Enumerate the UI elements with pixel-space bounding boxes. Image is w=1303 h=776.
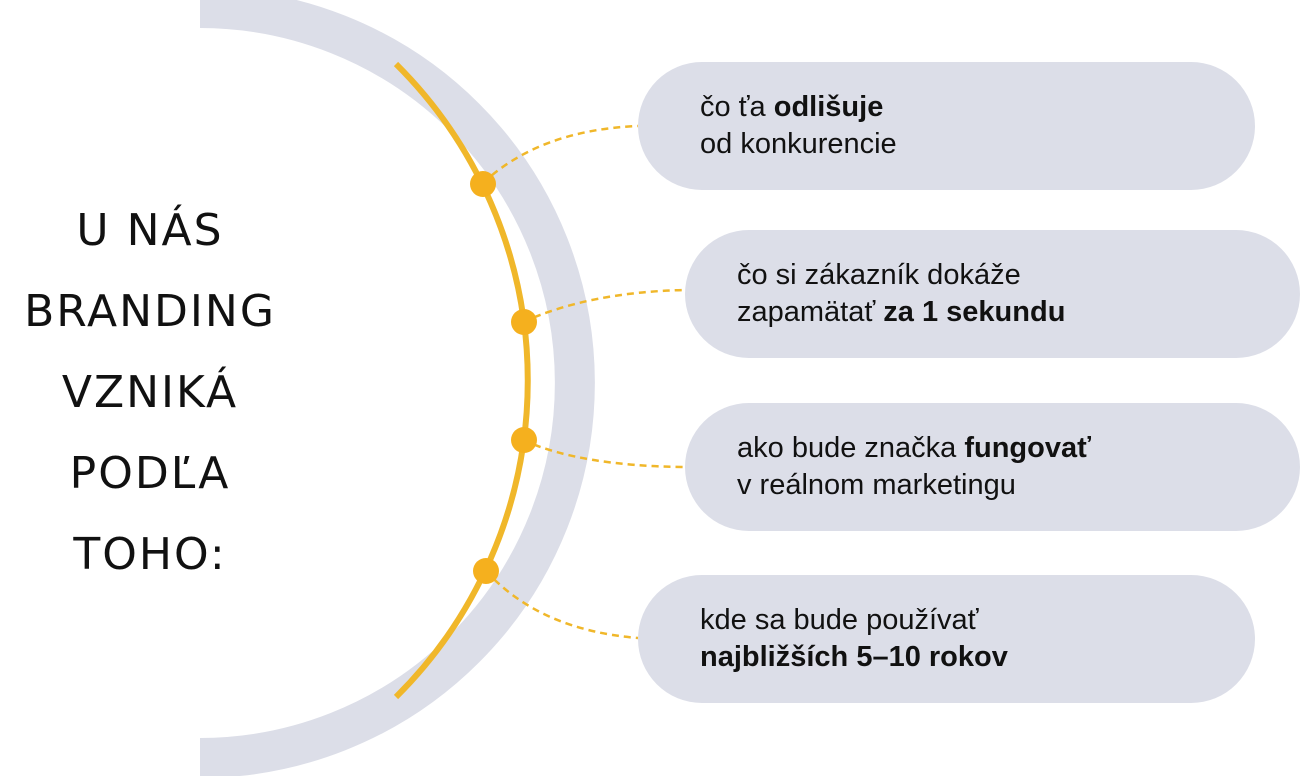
connector-1: [482, 124, 639, 184]
headline-line: U NÁS: [76, 205, 224, 256]
item-text: ako bude značka: [737, 432, 965, 464]
item-text: kde sa bude používať: [700, 604, 979, 636]
headline-line: VZNIKÁ: [61, 367, 239, 418]
item-text: zapamätať: [737, 296, 884, 328]
connector-3: [522, 438, 686, 469]
headline-line: TOHO:: [73, 529, 227, 580]
dot-4: [473, 558, 499, 584]
item-text: čo si zákazník dokáže: [737, 259, 1021, 291]
gray-arc: [199, 0, 595, 776]
connector-2: [522, 288, 686, 324]
item-text: v reálnom marketingu: [737, 469, 1016, 501]
item-text-bold: fungovať: [964, 432, 1091, 464]
item-text: od konkurencie: [700, 128, 897, 160]
headline-line: PODĽA: [69, 448, 231, 499]
dot-3: [511, 427, 537, 453]
dot-2: [511, 309, 537, 335]
item-text-bold: odlišuje: [773, 91, 884, 123]
headline: U NÁS BRANDING VZNIKÁ PODĽA TOHO:: [0, 190, 300, 595]
connector-4: [485, 570, 639, 640]
item-pill-1: čo ťa odlišuje od konkurencie: [638, 62, 1255, 190]
item-text-bold: najbližších 5–10 rokov: [700, 641, 1008, 673]
dot-1: [470, 171, 496, 197]
item-pill-4: kde sa bude používať najbližších 5–10 ro…: [638, 575, 1255, 703]
yellow-arc: [393, 61, 531, 700]
item-pill-2: čo si zákazník dokáže zapamätať za 1 sek…: [685, 230, 1300, 358]
headline-line: BRANDING: [24, 286, 276, 337]
item-text-bold: za 1 sekundu: [883, 296, 1066, 328]
item-text: čo ťa: [700, 91, 774, 123]
item-pill-3: ako bude značka fungovať v reálnom marke…: [685, 403, 1300, 531]
